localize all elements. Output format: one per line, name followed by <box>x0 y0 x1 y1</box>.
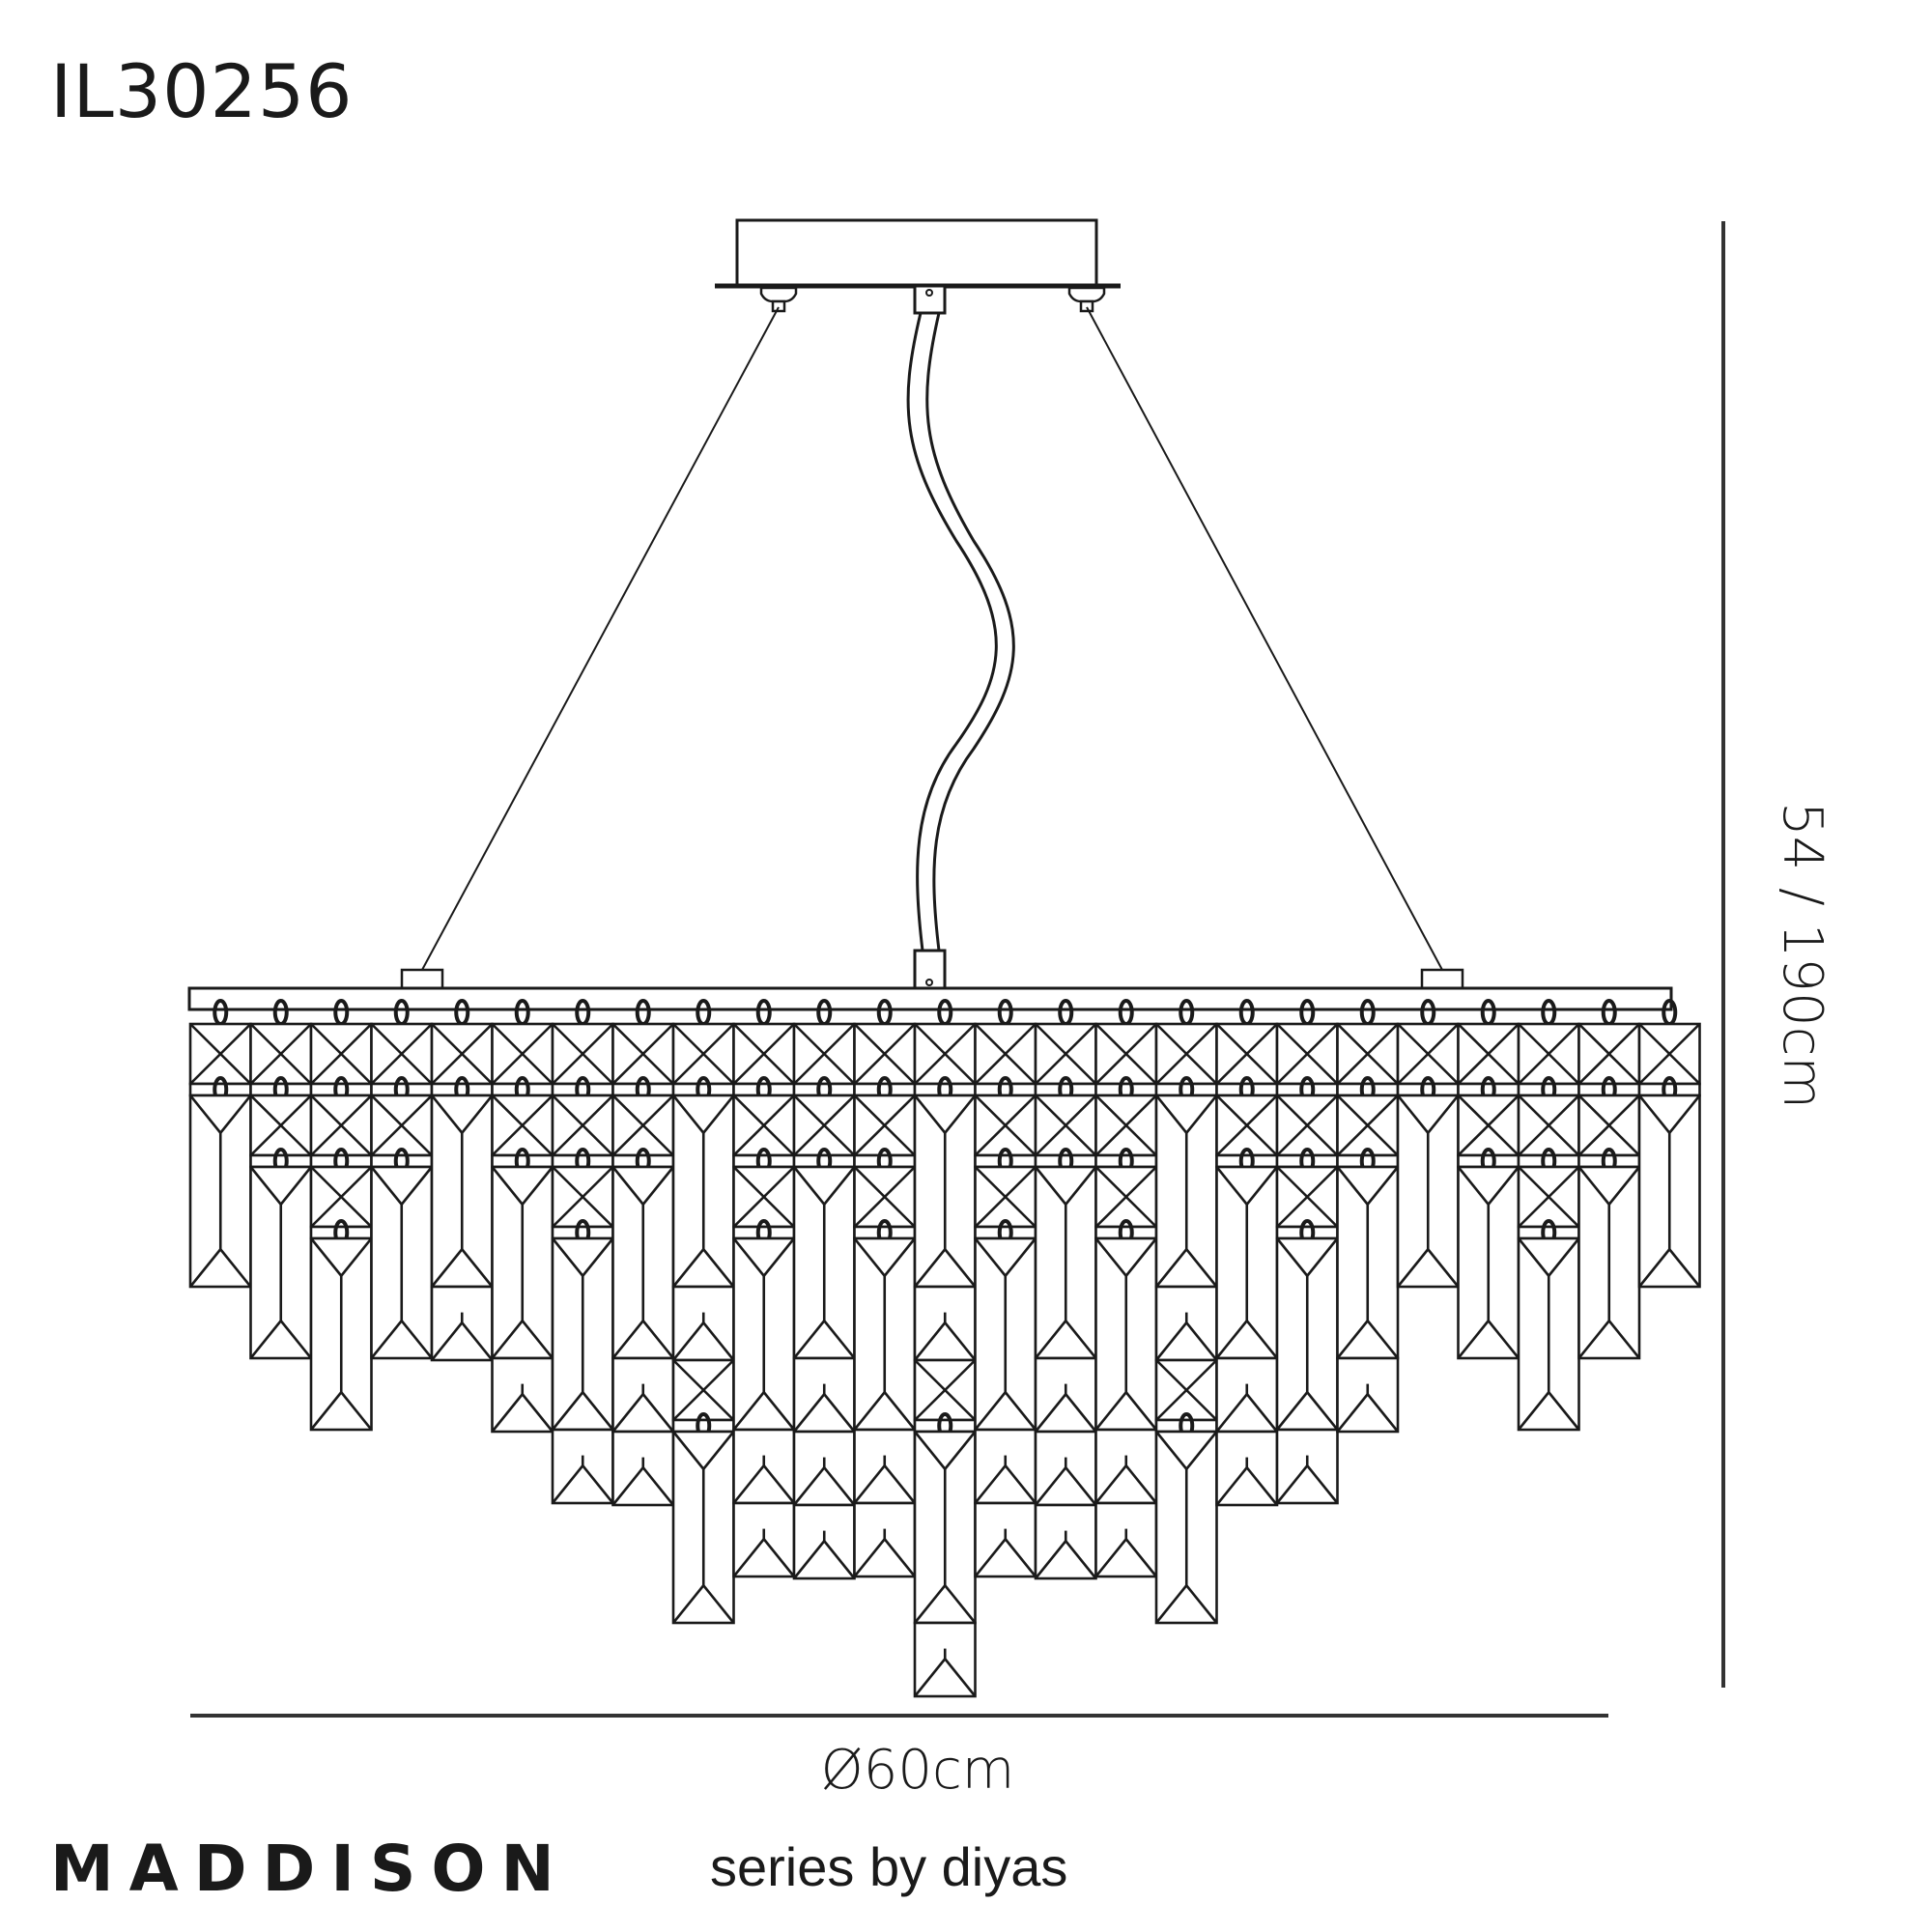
dimension-lines <box>190 221 1725 1718</box>
height-dimension-label: 54 / 190cm <box>1771 802 1833 1109</box>
crystal-drops <box>188 999 1701 1698</box>
power-cable <box>906 284 1015 990</box>
suspension-wires <box>400 306 1464 990</box>
diameter-dimension-label: Ø60cm <box>820 1739 1015 1802</box>
series-name: MADDISON <box>50 1832 570 1906</box>
series-by-brand: series by diyas <box>710 1836 1068 1897</box>
frame-bar <box>187 986 1673 1011</box>
product-code: IL30256 <box>50 48 354 134</box>
